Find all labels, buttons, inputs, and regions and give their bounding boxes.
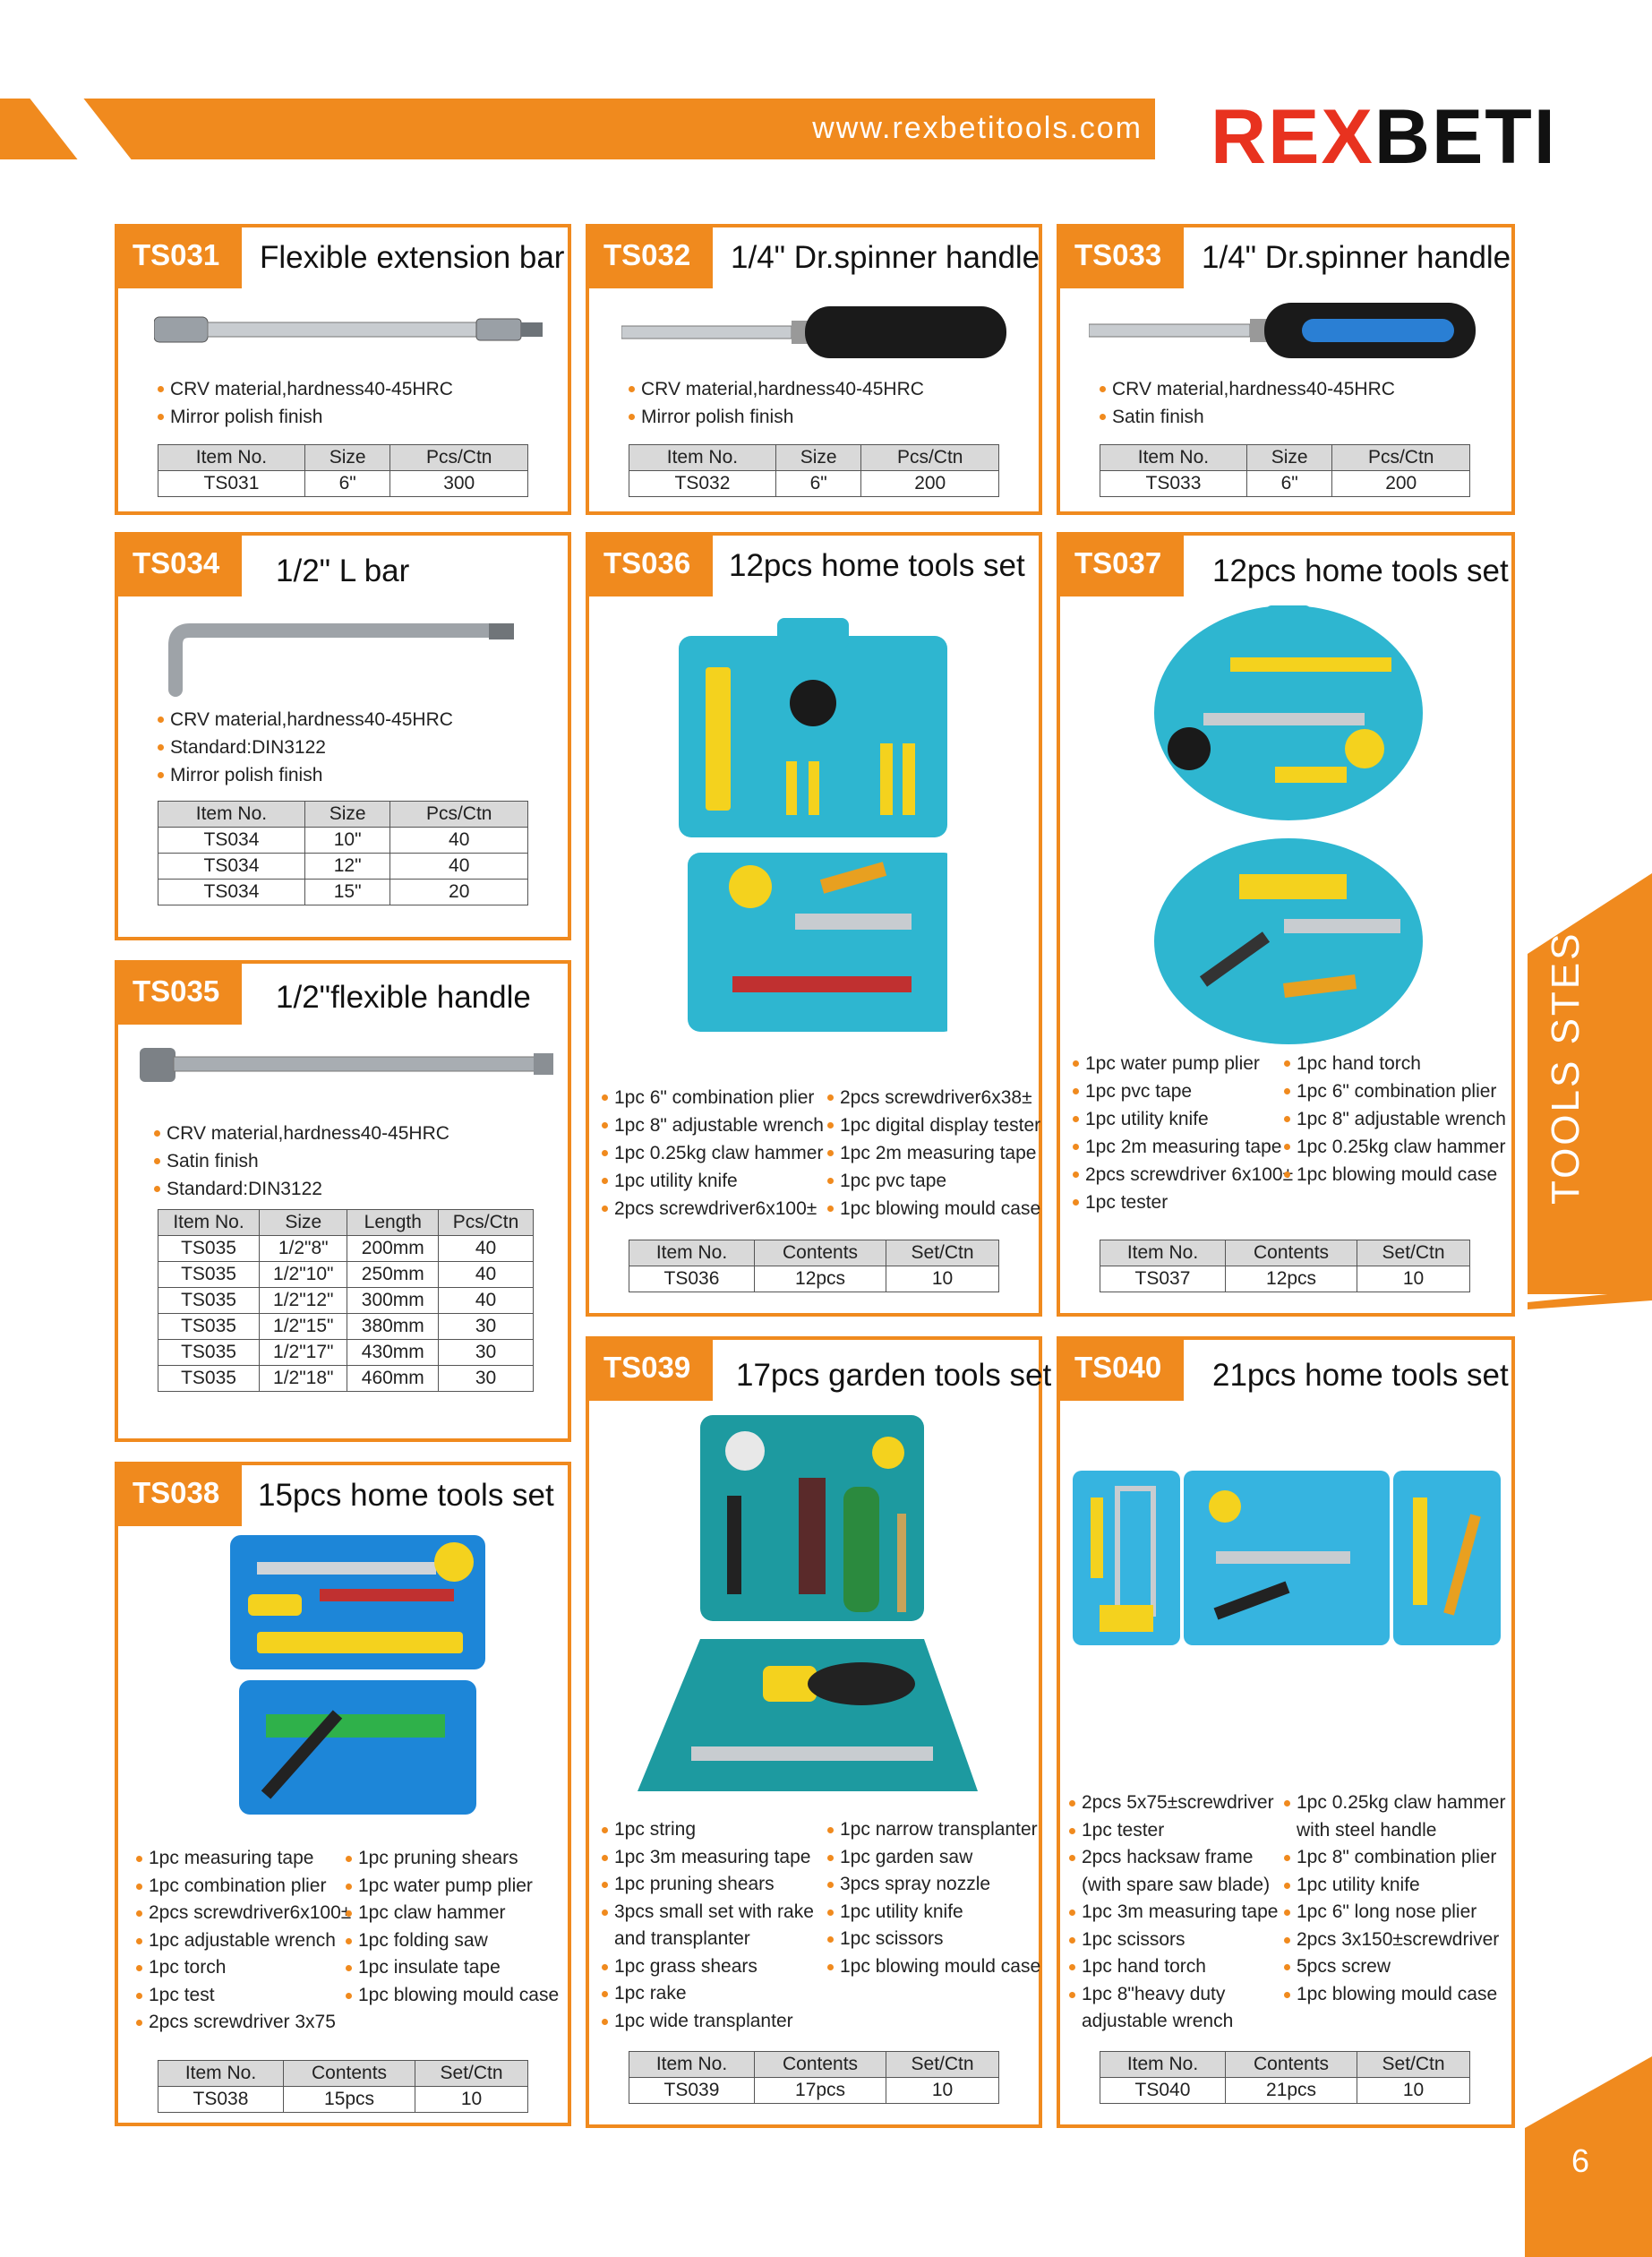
product-title: 15pcs home tools set [258, 1478, 554, 1513]
item-code: TS039 [589, 1340, 713, 1401]
tool-case-image [1073, 1471, 1501, 1645]
product-title: 1/4" Dr.spinner handle [1202, 240, 1511, 275]
product-title: 1/2" L bar [276, 554, 410, 588]
page-number-tab: 6 [1525, 2056, 1652, 2257]
product-title: 21pcs home tools set [1212, 1358, 1509, 1393]
item-code: TS031 [118, 227, 242, 288]
product-card-ts038: TS038 15pcs home tools set 1pc measuring… [115, 1462, 571, 2126]
item-code: TS036 [589, 536, 713, 596]
item-code: TS033 [1060, 227, 1184, 288]
flexible-handle-image [140, 1048, 553, 1082]
l-bar-image [168, 623, 514, 697]
section-label: TOOLS STES [1544, 931, 1588, 1206]
product-title: 12pcs home tools set [1212, 554, 1509, 588]
tool-case-image [679, 618, 947, 1032]
product-card-ts037: TS037 12pcs home tools set 1pc water pum… [1057, 532, 1515, 1317]
item-code: TS038 [118, 1465, 242, 1526]
spinner-handle-image [1089, 303, 1476, 358]
product-title: Flexible extension bar [260, 240, 565, 275]
tool-case-image [230, 1535, 485, 1815]
header-bar-notch [30, 99, 132, 159]
product-card-ts040: TS040 21pcs home tools set 2pcs 5x75±scr… [1057, 1336, 1515, 2128]
product-card-ts035: TS035 1/2"flexible handle CRV material,h… [115, 960, 571, 1442]
product-title: 1/2"flexible handle [276, 980, 531, 1015]
product-title: 1/4" Dr.spinner handle [731, 240, 1040, 275]
brand-logo: REXBETI [1211, 94, 1557, 180]
feature-list-col2: 2pcs screwdriver6x38±1pc digital display… [827, 1084, 1040, 1223]
item-code: TS034 [118, 536, 242, 596]
website-url[interactable]: www.rexbetitools.com [812, 111, 1143, 145]
extension-bar-image [154, 316, 543, 343]
item-code: TS032 [589, 227, 713, 288]
section-tab: TOOLS STES [1528, 873, 1652, 1294]
product-card-ts033: TS033 1/4" Dr.spinner handle CRV materia… [1057, 224, 1515, 515]
item-code: TS040 [1060, 1340, 1184, 1401]
product-card-ts031: TS031 Flexible extension bar CRV materia… [115, 224, 571, 515]
item-code: TS035 [118, 964, 242, 1025]
product-title: 17pcs garden tools set [736, 1358, 1052, 1393]
tool-case-image [1154, 605, 1423, 1044]
header-bar: www.rexbetitools.com [0, 99, 1155, 159]
item-code: TS037 [1060, 536, 1184, 596]
page-number: 6 [1571, 2142, 1590, 2179]
product-title: 12pcs home tools set [729, 548, 1025, 583]
spinner-handle-image [621, 306, 1006, 358]
product-card-ts034: TS034 1/2" L bar CRV material,hardness40… [115, 532, 571, 940]
tool-case-image [638, 1415, 978, 1791]
product-card-ts036: TS036 12pcs home tools set 1pc 6" combin… [586, 532, 1042, 1317]
product-card-ts032: TS032 1/4" Dr.spinner handle CRV materia… [586, 224, 1042, 515]
